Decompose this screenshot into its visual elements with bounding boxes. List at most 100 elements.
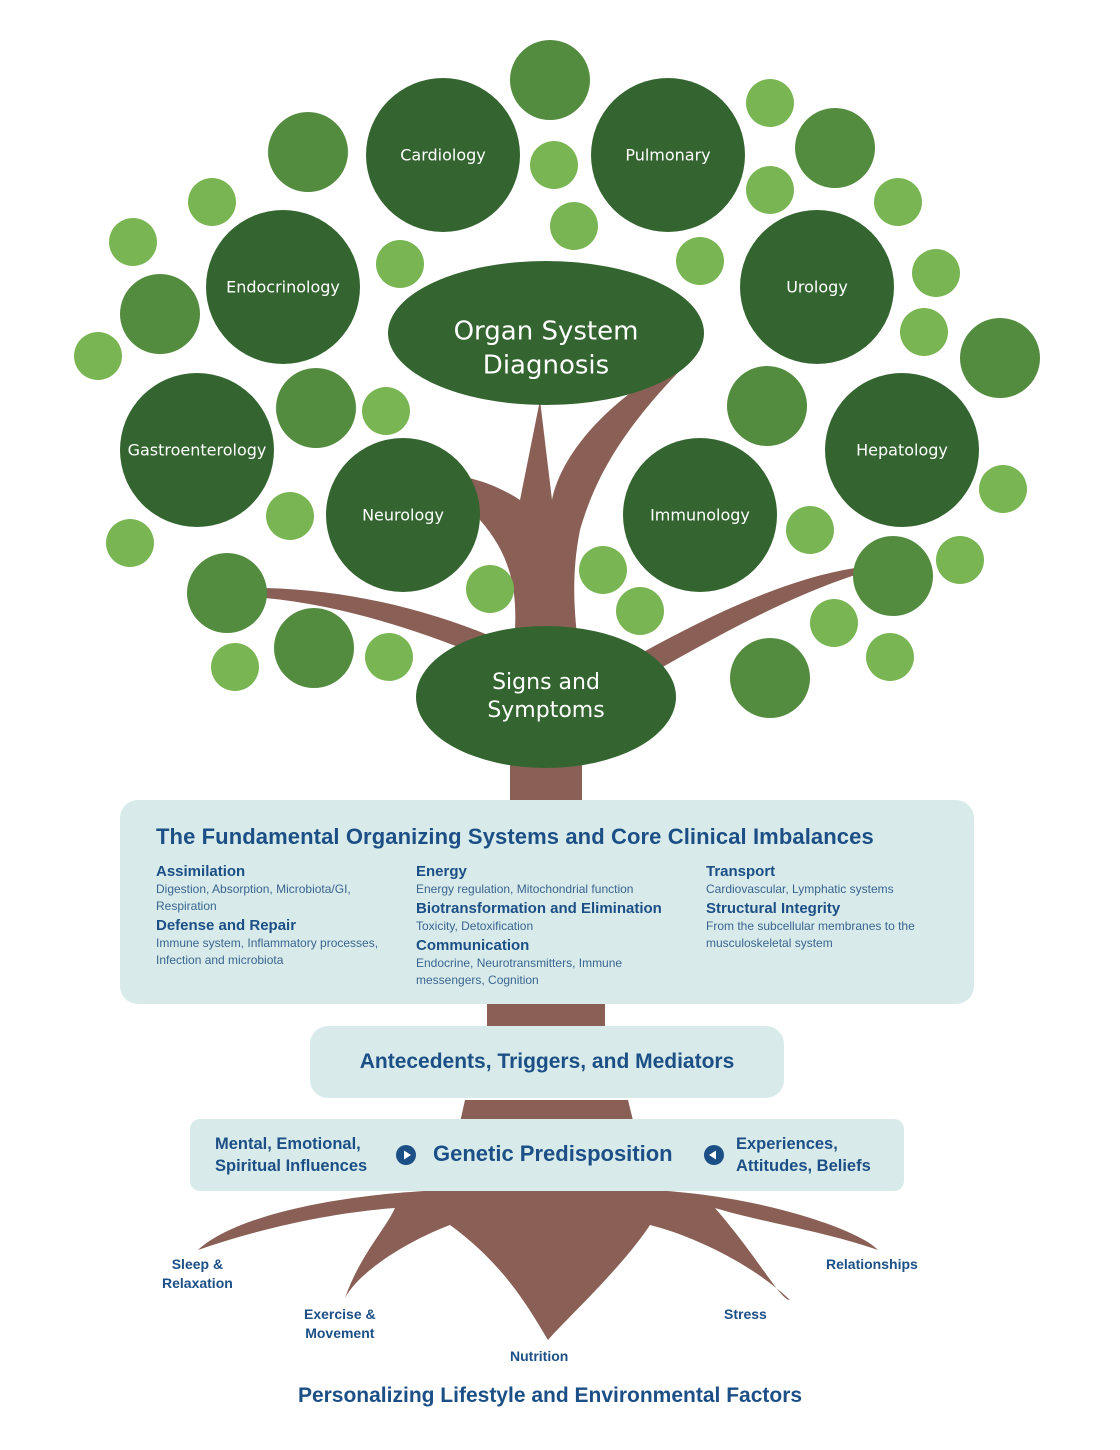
category-description: Digestion, Absorption, Microbiota/GI, Re… [156,882,351,913]
specialty-node-cardiology [366,78,520,232]
leaf-circle-small [109,218,157,266]
leaf-circle [960,318,1040,398]
category-heading: Transport [706,863,776,880]
arrow-left-circle-icon [704,1145,724,1165]
specialty-node-urology [740,210,894,364]
specialty-label-neurology: Neurology [362,506,444,525]
leaf-circle-small [746,79,794,127]
leaf-circle-small [211,643,259,691]
category-heading: Energy [416,863,467,880]
category-description: Energy regulation, Mitochondrial functio… [416,882,634,896]
leaf-circle [795,108,875,188]
leaf-circle-small [550,202,598,250]
genetics-panel: Mental, Emotional, Spiritual Influences … [190,1119,904,1191]
experiences-line-1: Experiences, [736,1135,838,1153]
leaf-circle [268,112,348,192]
antecedents-panel: Antecedents, Triggers, and Mediators [310,1026,784,1098]
category-heading: Defense and Repair [156,917,297,934]
organ-system-diagnosis-line-1: Organ System [454,317,639,347]
leaf-circle-small [106,519,154,567]
leaf-circle [187,553,267,633]
organ-system-diagnosis-line-2: Diagnosis [483,351,609,381]
leaf-circle-small [365,633,413,681]
specialty-node-neurology [326,438,480,592]
leaf-circle-small [530,141,578,189]
leaf-circle-small [266,492,314,540]
experiences-line-2: Attitudes, Beliefs [736,1157,871,1175]
leaf-circle-small [912,249,960,297]
root-label-sleep: Sleep & Relaxation [162,1255,233,1293]
leaf-circle-small [579,546,627,594]
leaf-circle [276,368,356,448]
leaf-circle-small [866,633,914,681]
footer-title: Personalizing Lifestyle and Environmenta… [297,1384,803,1407]
trunk-main [418,350,700,660]
leaf-circle [510,40,590,120]
branch-right [620,568,855,680]
root-label-exercise: Exercise & Movement [304,1305,376,1343]
category-description: Toxicity, Detoxification [416,919,534,933]
root-label-nutrition: Nutrition [510,1348,569,1364]
leaf-circle-small [362,387,410,435]
leaf-circle-small [466,565,514,613]
specialty-node-hepatology [825,373,979,527]
specialty-label-endocrinology: Endocrinology [226,278,340,297]
trunk-segment-lower [487,1000,605,1030]
leaf-circle-small [786,506,834,554]
antecedents-label: Antecedents, Triggers, and Mediators [359,1050,735,1073]
specialty-label-urology: Urology [786,278,848,297]
leaf-circle-small [746,166,794,214]
leaf-circle-small [810,599,858,647]
category-description: From the subcellular membranes to the mu… [706,919,915,950]
core-systems-column-2: Energy Energy regulation, Mitochondrial … [416,862,686,990]
specialty-label-gastroenterology: Gastroenterology [128,441,267,460]
specialty-label-pulmonary: Pulmonary [625,146,710,165]
category-heading: Biotransformation and Elimination [416,900,662,917]
specialty-node-immunology [623,438,777,592]
organ-system-diagnosis-node [388,261,704,405]
category-heading: Assimilation [156,863,246,880]
leaf-circle [120,274,200,354]
leaf-circle-small [616,587,664,635]
mental-emotional-line-1: Mental, Emotional, [215,1135,361,1153]
leaf-circle-small [676,237,724,285]
signs-and-symptoms-line-1: Signs and [492,670,600,695]
arrow-right-circle-icon [396,1145,416,1165]
leaf-circle [853,536,933,616]
specialty-label-hepatology: Hepatology [856,441,948,460]
core-systems-panel: The Fundamental Organizing Systems and C… [120,800,974,1004]
leaf-circle-small [188,178,236,226]
specialty-node-pulmonary [591,78,745,232]
specialty-label-cardiology: Cardiology [400,146,486,165]
specialty-node-gastroenterology [120,373,274,527]
mental-emotional-label: Mental, Emotional, Spiritual Influences [215,1133,367,1177]
core-systems-column-3: Transport Cardiovascular, Lymphatic syst… [706,862,976,953]
leaf-circle-small [874,178,922,226]
leaf-circle-small [979,465,1027,513]
root-label-exercise-line-1: Exercise & [304,1306,376,1322]
leaf-circle-small [376,240,424,288]
leaf-circle-small [900,308,948,356]
root-label-relationships: Relationships [826,1256,918,1272]
category-heading: Communication [416,937,530,954]
leaf-circle [730,638,810,718]
root-label-stress: Stress [724,1306,767,1322]
specialty-node-endocrinology [206,210,360,364]
core-systems-title: The Fundamental Organizing Systems and C… [156,824,874,849]
specialty-label-immunology: Immunology [650,506,750,525]
leaf-circle [274,608,354,688]
root-label-sleep-line-2: Relaxation [162,1275,233,1291]
category-heading: Structural Integrity [706,900,841,917]
category-description: Endocrine, Neurotransmitters, Immune mes… [416,956,623,987]
category-description: Cardiovascular, Lymphatic systems [706,882,894,896]
mental-emotional-line-2: Spiritual Influences [215,1157,368,1175]
canopy-circles [74,40,1040,768]
leaf-circle-small [936,536,984,584]
root-system [198,1100,878,1340]
leaf-circle [727,366,807,446]
experiences-label: Experiences, Attitudes, Beliefs [736,1133,871,1177]
leaf-circle-small [74,332,122,380]
core-systems-column-1: Assimilation Digestion, Absorption, Micr… [156,862,426,970]
branch-left [265,588,500,660]
